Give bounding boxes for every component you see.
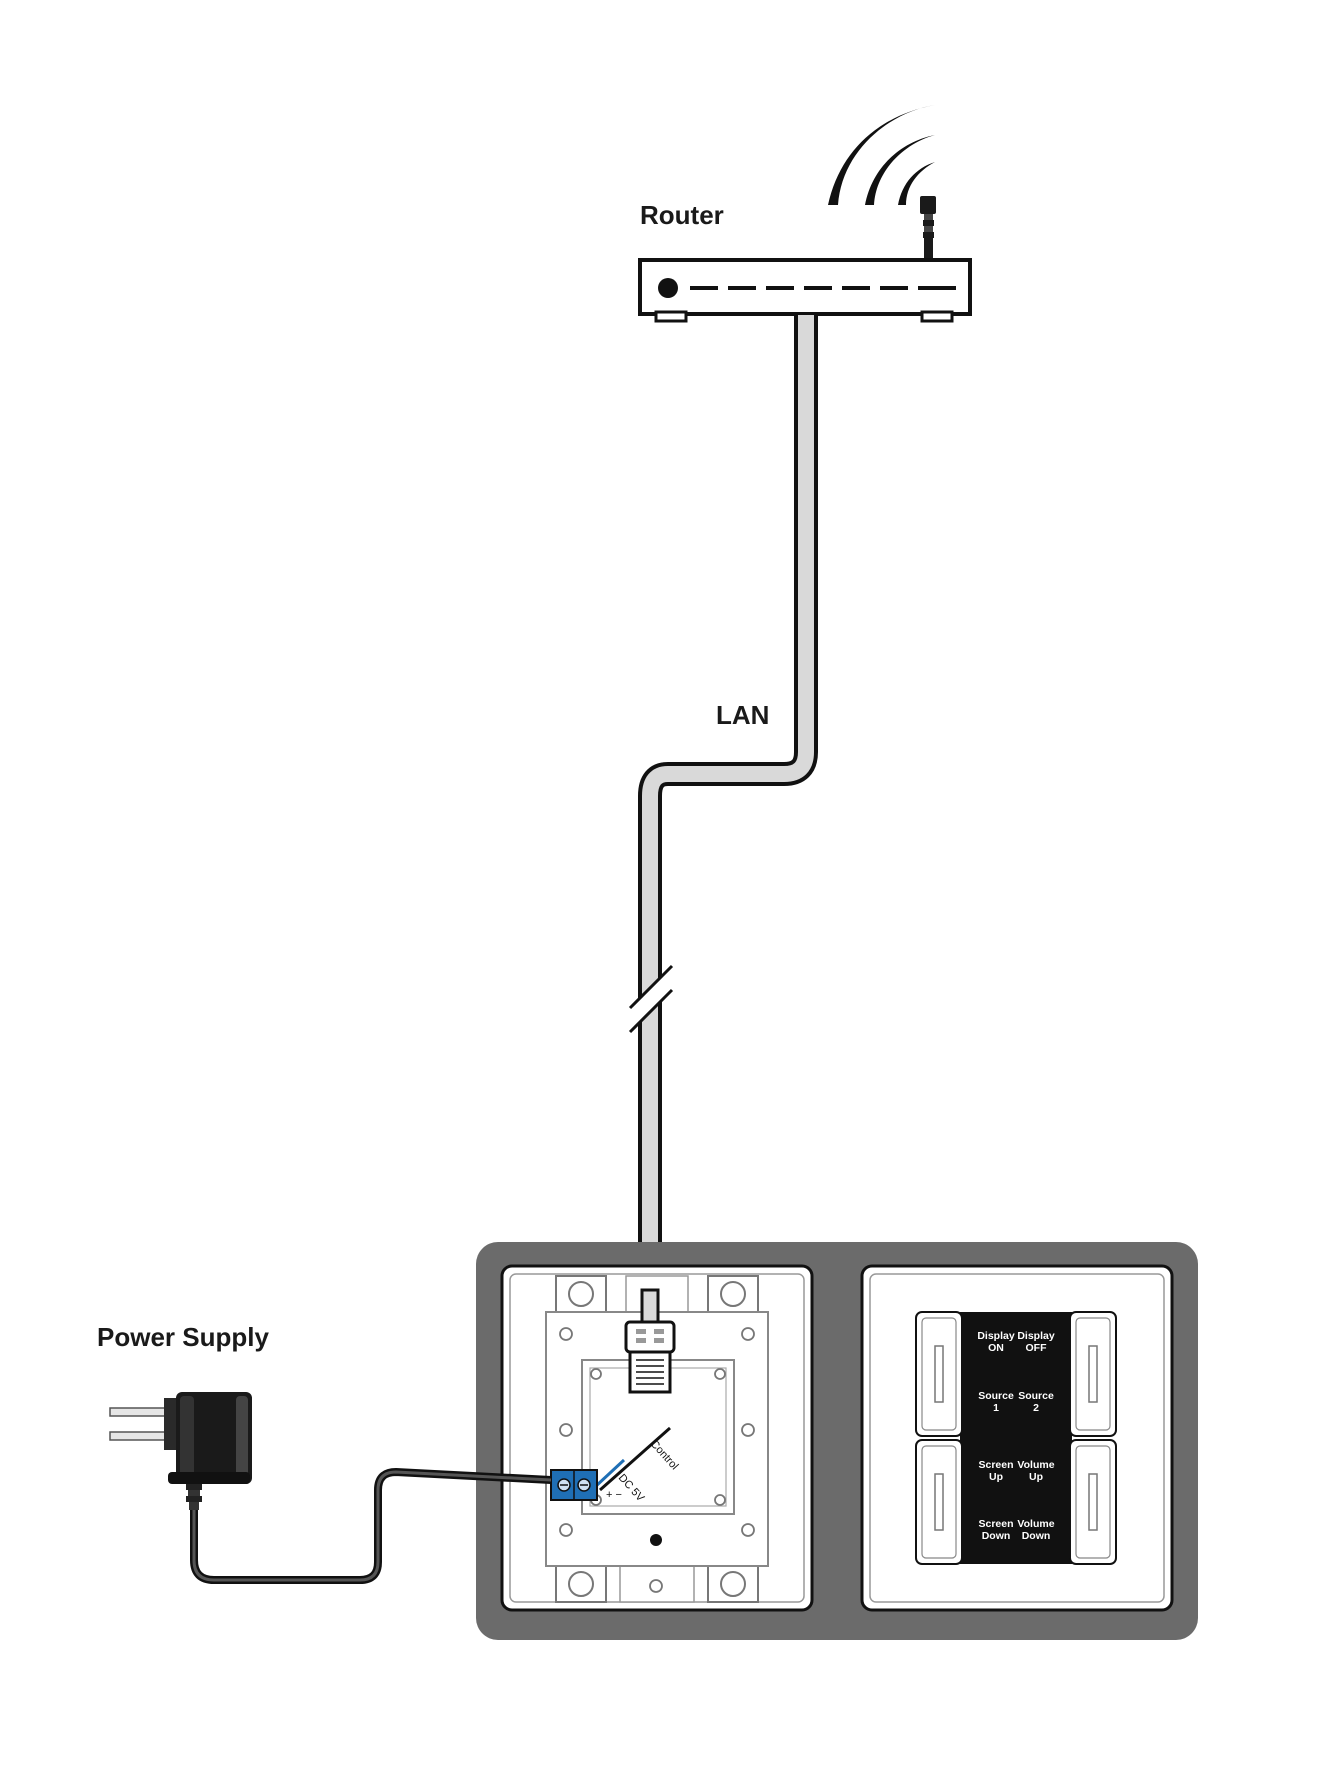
btn-screen-down-line1: Screen <box>978 1518 1013 1530</box>
rocker-left-bottom[interactable] <box>915 1439 963 1565</box>
router-label: Router <box>640 200 724 230</box>
btn-source-1-line2: 1 <box>993 1402 999 1414</box>
router <box>638 196 972 323</box>
btn-volume-up-line2: Up <box>1029 1471 1043 1483</box>
btn-screen-up-line2: Up <box>989 1471 1003 1483</box>
btn-volume-up-line1: Volume <box>1017 1459 1054 1471</box>
antenna-icon <box>920 196 936 258</box>
rj45-connector-icon <box>624 1288 676 1394</box>
btn-display-on-line1: Display <box>977 1330 1015 1342</box>
btn-volume-down-line1: Volume <box>1017 1518 1054 1530</box>
btn-display-on-line2: ON <box>988 1342 1004 1354</box>
power-adapter-icon <box>109 1392 252 1510</box>
btn-source-2-line1: Source <box>1018 1390 1054 1402</box>
btn-source-2-line2: 2 <box>1033 1402 1039 1414</box>
rocker-left-top[interactable] <box>915 1311 963 1437</box>
btn-display-off-line1: Display <box>1017 1330 1055 1342</box>
rocker-right-bottom[interactable] <box>1069 1439 1117 1565</box>
btn-screen-up-line1: Screen <box>978 1459 1013 1471</box>
btn-screen-down-line2: Down <box>982 1530 1011 1542</box>
btn-volume-down-line2: Down <box>1022 1530 1051 1542</box>
rocker-right-top[interactable] <box>1069 1311 1117 1437</box>
wifi-signal-icon <box>828 105 935 205</box>
lan-label: LAN <box>716 700 769 730</box>
terminal-block <box>550 1469 598 1501</box>
keypad-front-panel <box>860 1264 1174 1612</box>
dc-power-cable <box>190 1468 552 1584</box>
polarity-label: + − <box>606 1489 622 1501</box>
led-indicator <box>650 1534 662 1546</box>
keypad-label-strip: Display ON Display OFF Source 1 Source 2… <box>977 1330 1055 1542</box>
lan-cable <box>628 315 818 1320</box>
control-wires <box>594 1426 671 1492</box>
power-supply-label: Power Supply <box>97 1322 269 1352</box>
btn-source-1-line1: Source <box>978 1390 1014 1402</box>
btn-display-off-line2: OFF <box>1026 1342 1048 1354</box>
